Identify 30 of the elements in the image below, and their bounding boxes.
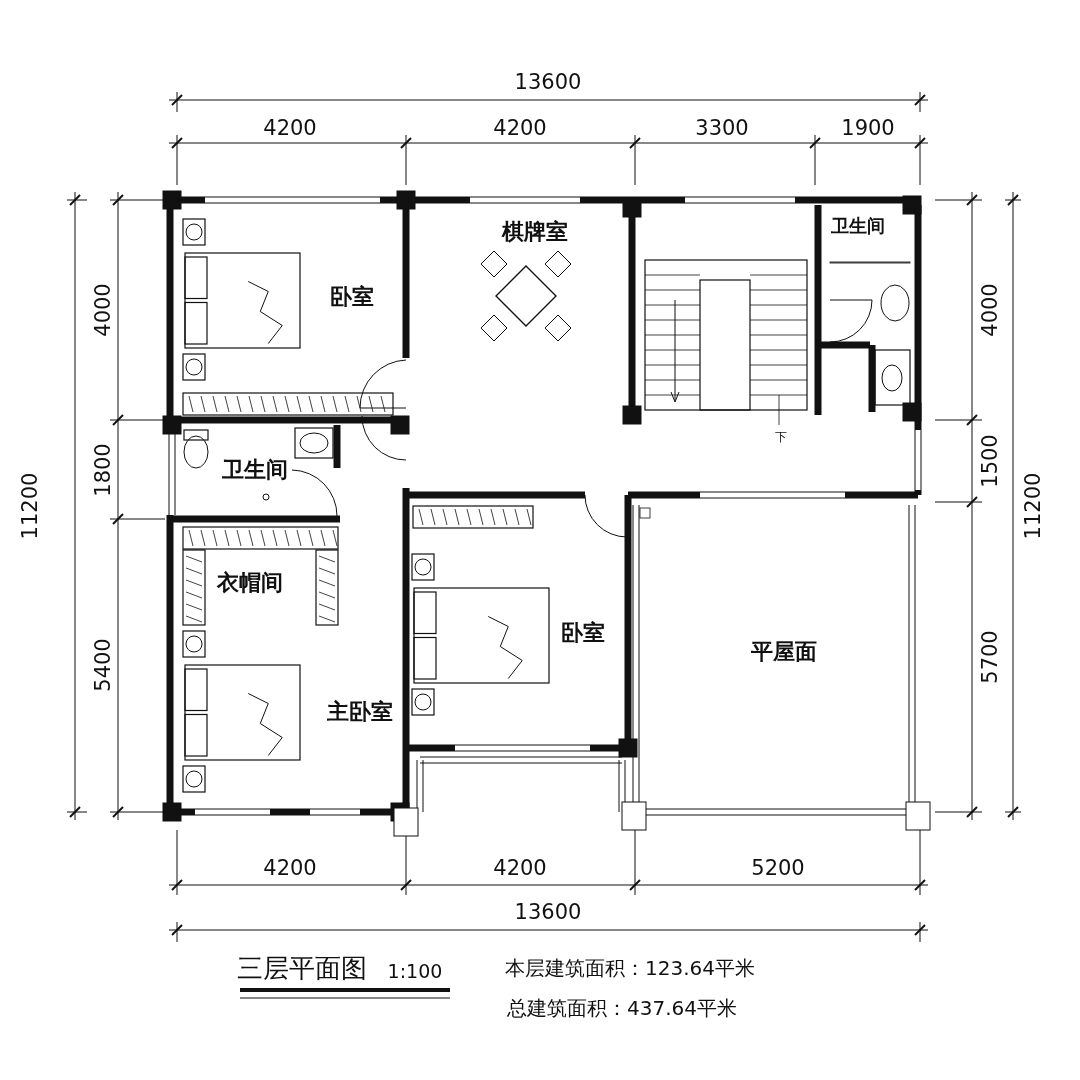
dimension-text: 5200 (751, 857, 805, 879)
room-label: 棋牌室 (502, 221, 568, 243)
room-label: 卧室 (561, 622, 605, 644)
room-label: 平屋面 (751, 641, 817, 663)
room-label: 卧室 (330, 286, 374, 308)
drawing-title: 三层平面图 (237, 955, 367, 981)
dimension-text: 1500 (979, 434, 1001, 488)
dimension-text: 1800 (92, 443, 114, 497)
dimension-text: 3300 (695, 117, 749, 139)
room-label: 卫生间 (222, 459, 288, 481)
dimension-text: 4200 (493, 857, 547, 879)
dimension-text: 5400 (92, 638, 114, 692)
stair-label: 下 (775, 431, 787, 443)
dimension-text: 1900 (841, 117, 895, 139)
room-label: 衣帽间 (217, 572, 283, 594)
room-label: 主卧室 (327, 701, 393, 723)
dimension-text: 11200 (1022, 472, 1044, 540)
dimension-text: 4000 (979, 283, 1001, 337)
dimension-text: 4200 (263, 117, 317, 139)
dimension-text: 11200 (19, 472, 41, 540)
area-note: 本层建筑面积：123.64平米 (505, 958, 755, 978)
scale-text: 1:100 (387, 961, 443, 981)
dimension-text: 4200 (493, 117, 547, 139)
dimension-text: 13600 (514, 71, 582, 93)
dimension-text: 4200 (263, 857, 317, 879)
room-label: 卫生间 (831, 217, 885, 235)
dimension-text: 13600 (514, 901, 582, 923)
area-note: 总建筑面积：437.64平米 (507, 998, 737, 1018)
dimension-text: 4000 (92, 283, 114, 337)
dimension-text: 5700 (979, 630, 1001, 684)
